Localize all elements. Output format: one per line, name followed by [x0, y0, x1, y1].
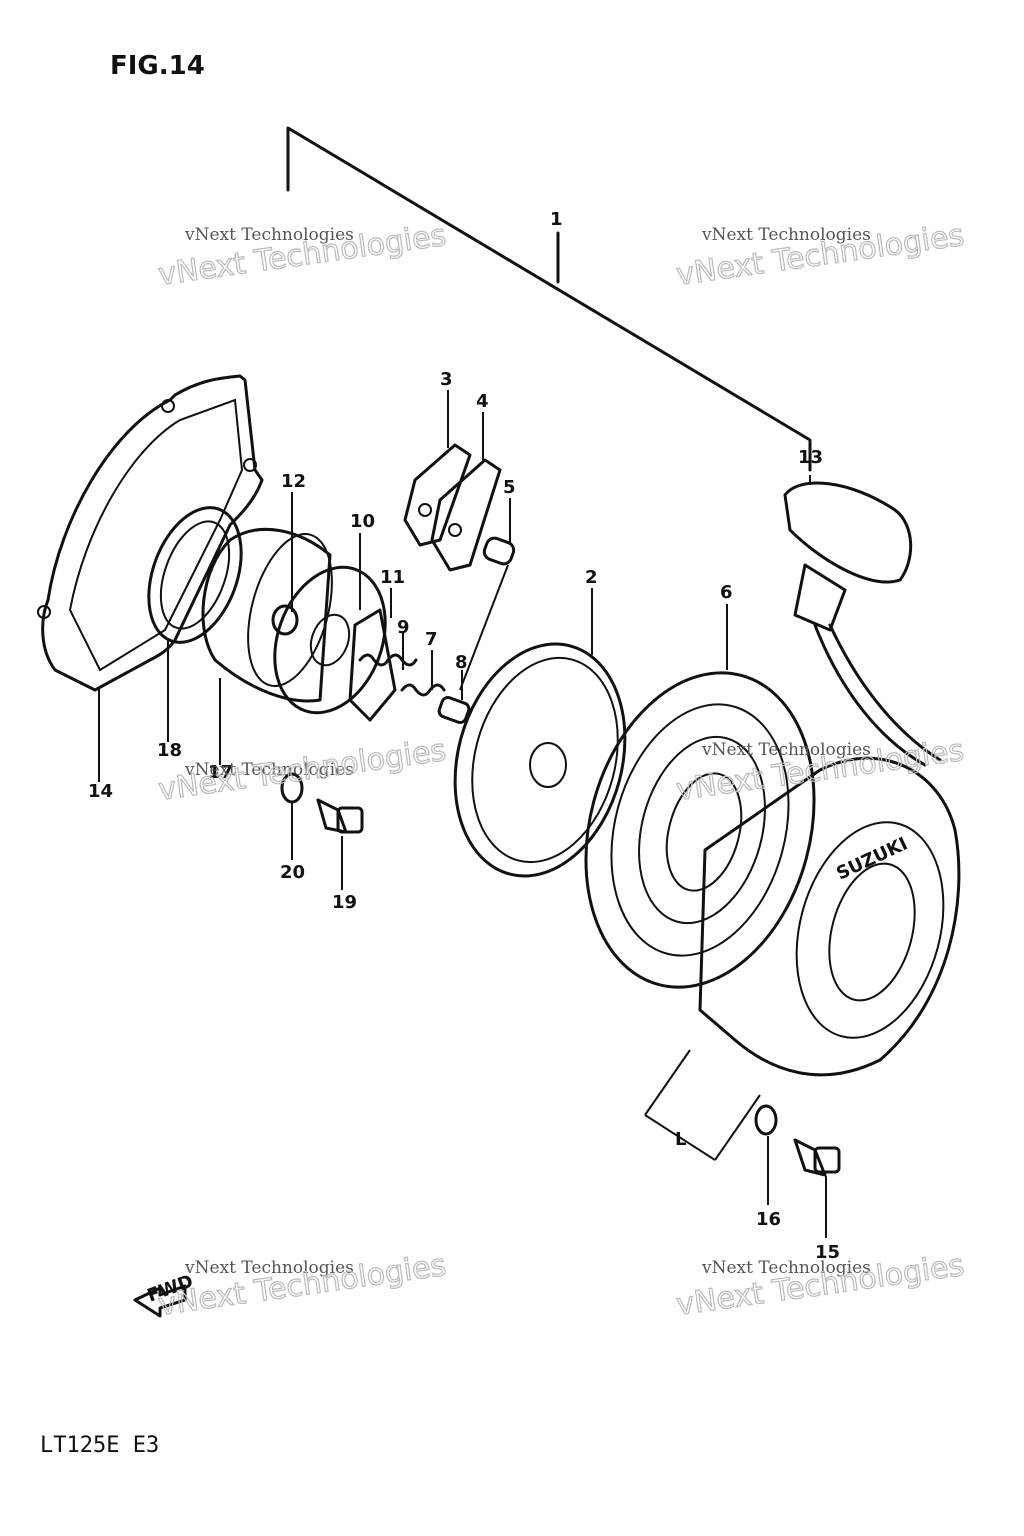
callout-1: 1	[550, 209, 563, 230]
callout-5: 5	[503, 477, 516, 498]
watermark-text: vNext Technologies	[701, 740, 871, 760]
callout-12: 12	[281, 471, 306, 492]
watermark-text: vNext Technologies	[184, 1258, 354, 1278]
part-4-ratchet	[430, 458, 502, 572]
part-19-bolt	[316, 798, 364, 834]
part-18-ring	[147, 506, 243, 644]
callout-13: 13	[798, 447, 823, 468]
watermark-text: vNext Technologies	[701, 1258, 871, 1278]
part-14-gasket	[37, 374, 264, 692]
part-15-bolt	[793, 1138, 841, 1177]
part-7-spring	[400, 683, 446, 697]
callout-20: 20	[280, 862, 305, 883]
callout-15: 15	[815, 1242, 840, 1263]
part-13-handle	[783, 481, 942, 767]
part-5-pin	[482, 536, 516, 566]
watermarks: vNext Technologies vNext Technologies vN…	[156, 217, 967, 1323]
callout-16: 16	[756, 1209, 781, 1230]
callout-3: 3	[440, 369, 453, 390]
watermark-text: vNext Technologies	[701, 225, 871, 245]
callout-14: 14	[88, 781, 113, 802]
part-6-spring	[584, 671, 816, 989]
part-11-guide	[348, 608, 397, 722]
callout-11: 11	[380, 567, 405, 588]
part-2-reel	[453, 642, 627, 878]
leader-lines	[98, 390, 827, 1238]
part-8-cylinder	[437, 696, 471, 724]
callout-8: 8	[455, 652, 468, 673]
part-16-washer	[754, 1104, 778, 1136]
callout-labels: 1 2 3 4 5 6 7 8 9 10 11 12 13 14 15 16 1…	[88, 209, 840, 1263]
callout-10: 10	[350, 511, 375, 532]
part-3-ratchet	[403, 443, 472, 547]
part-12-pin	[271, 604, 299, 636]
figure-title: FIG.14	[110, 51, 205, 81]
model-code: LT125E E3	[40, 1433, 159, 1458]
callout-6: 6	[720, 582, 733, 603]
part-9-spring	[358, 653, 418, 667]
callout-18: 18	[157, 740, 182, 761]
watermark-text: vNext Technologies	[184, 225, 354, 245]
callout-2: 2	[585, 567, 598, 588]
callout-7: 7	[425, 629, 438, 650]
callout-4: 4	[476, 391, 489, 412]
part-10-plate	[273, 565, 387, 715]
assembly-bracket	[286, 126, 812, 472]
part-17-hub	[201, 527, 333, 703]
callout-19: 19	[332, 892, 357, 913]
watermark-text: vNext Technologies	[184, 760, 354, 780]
callout-9: 9	[397, 617, 410, 638]
watermark-outline: vNext Technologies	[156, 733, 448, 808]
dimension-label: L	[675, 1129, 686, 1150]
callout-17: 17	[208, 762, 233, 783]
dimension-l: L	[644, 1049, 761, 1161]
